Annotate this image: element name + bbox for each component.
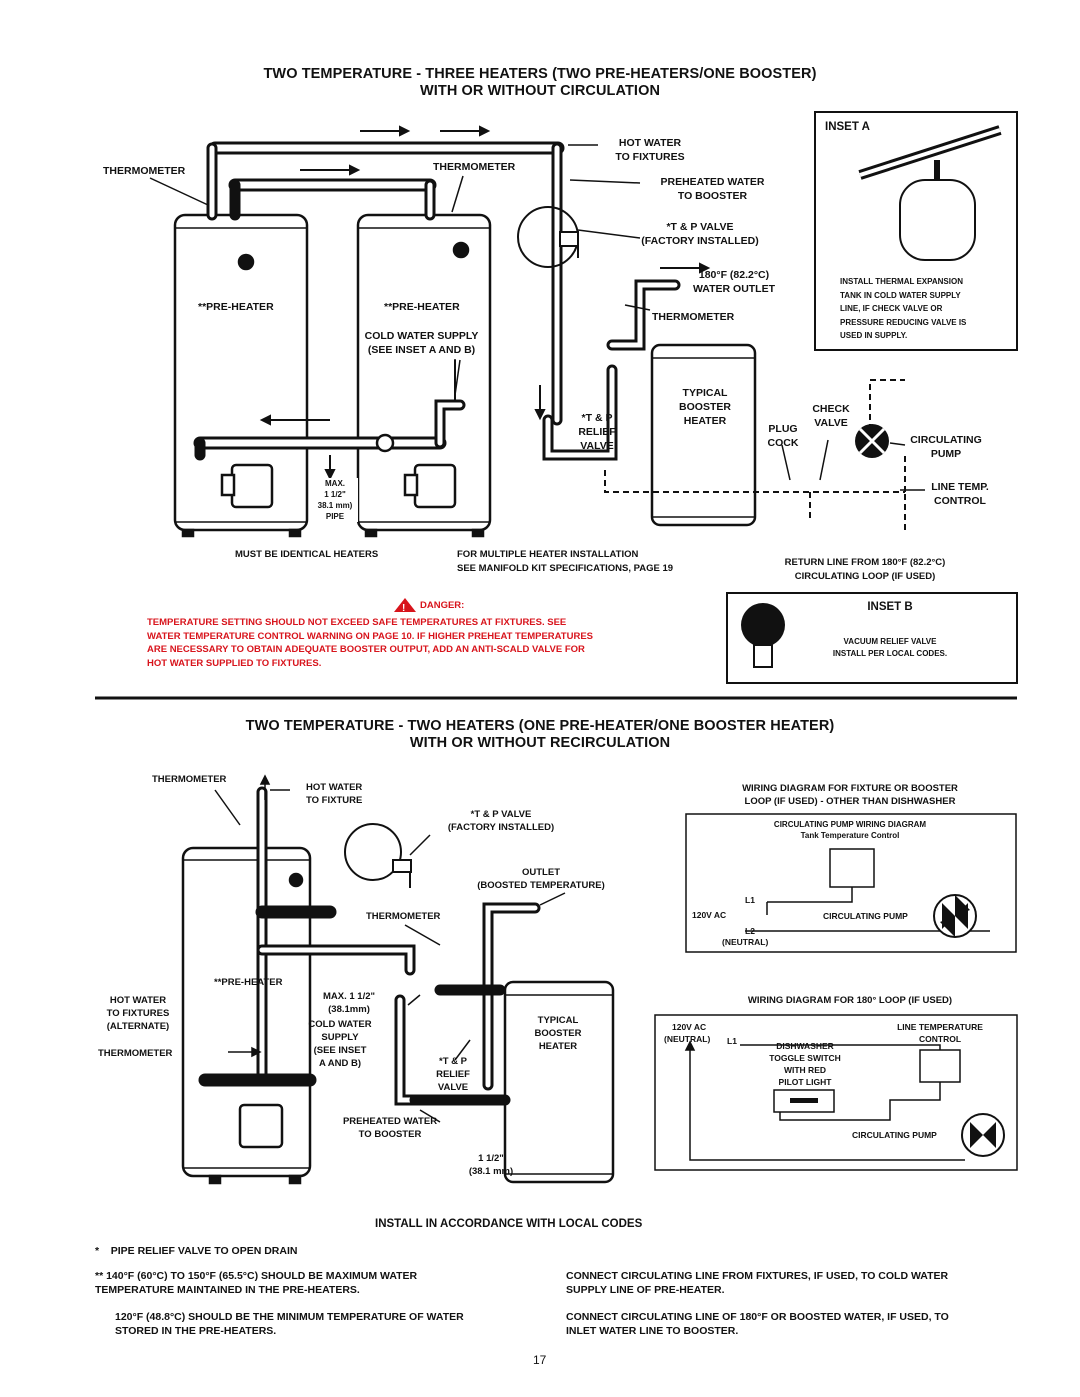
footer-install: INSTALL IN ACCORDANCE WITH LOCAL CODES [375, 1218, 643, 1230]
label-cold-water-supply: COLD WATER SUPPLY (SEE INSET A AND B) [364, 330, 479, 356]
wiring1-pump: CIRCULATING PUMP [823, 911, 908, 921]
label-s2-tp-valve: *T & P VALVE (FACTORY INSTALLED) [447, 809, 555, 833]
label-s2-thermometer-mid: THERMOMETER [366, 911, 441, 922]
wiring1-volt: 120V AC [692, 910, 727, 920]
label-s2-pipe-size: 1 1/2" (38.1 mm) [468, 1153, 514, 1177]
expansion-tank-drawing [858, 125, 1002, 261]
label-thermometer-booster: THERMOMETER [652, 311, 735, 323]
circulating-pump-1 [855, 424, 889, 458]
label-s2-hot-water-alternate: HOT WATER TO FIXTURES (ALTERNATE) [106, 995, 170, 1032]
inset-a-title: INSET A [825, 121, 870, 133]
label-return-line: RETURN LINE FROM 180°F (82.2°C) CIRCULAT… [784, 557, 946, 582]
label-typical-booster-1: TYPICAL BOOSTER HEATER [679, 387, 731, 427]
label-tp-relief-valve-1: *T & P RELIEF VALVE [578, 412, 616, 452]
tp-valve-detail-1 [517, 206, 579, 268]
label-identical-heaters: MUST BE IDENTICAL HEATERS [235, 549, 379, 560]
label-s2-outlet: OUTLET (BOOSTED TEMPERATURE) [477, 867, 605, 891]
wiring2-l1: L1 [727, 1036, 737, 1046]
inset-a-box [814, 111, 1018, 351]
footer-note2: ** 140°F (60°C) TO 150°F (65.5°C) SHOULD… [95, 1270, 418, 1296]
pre-heater-tank-s2 [181, 846, 312, 1185]
pre-heater-tank-2 [356, 213, 492, 538]
wiring1-neutral: (NEUTRAL) [722, 937, 769, 947]
section2-piping [198, 786, 541, 1106]
wiring2-line-temp: LINE TEMPERATURE CONTROL [897, 1022, 983, 1044]
label-water-outlet: 180°F (82.2°C) WATER OUTLET [692, 269, 776, 295]
svg-text:!: ! [402, 603, 405, 614]
label-pre-heater-1: **PRE-HEATER [198, 301, 274, 313]
wiring2-heading: WIRING DIAGRAM FOR 180° LOOP (IF USED) [747, 995, 953, 1006]
inset-b-text: VACUUM RELIEF VALVE INSTALL PER LOCAL CO… [832, 637, 948, 658]
tp-valve-detail-2 [344, 823, 412, 888]
footer-note3: 120°F (48.8°C) SHOULD BE THE MINIMUM TEM… [115, 1311, 464, 1337]
section2-arrows-leaders [214, 774, 566, 1123]
wiring1-heading: WIRING DIAGRAM FOR FIXTURE OR BOOSTER LO… [742, 783, 958, 807]
footer-note4: CONNECT CIRCULATING LINE FROM FIXTURES, … [566, 1270, 949, 1296]
section2-title-line1: TWO TEMPERATURE - TWO HEATERS (ONE PRE-H… [245, 718, 835, 734]
label-s2-cold-water-supply: COLD WATER SUPPLY (SEE INSET A AND B) [308, 1019, 372, 1069]
label-max-pipe-1: MAX. 1 1/2" 38.1 mm) PIPE [312, 478, 358, 522]
wiring2-pump: CIRCULATING PUMP [852, 1130, 937, 1140]
leader-lines-section1 [149, 144, 925, 491]
inset-b-box [726, 592, 1018, 684]
label-plug-cock: PLUG COCK [767, 423, 799, 449]
label-preheated-to-booster: PREHEATED WATER TO BOOSTER [660, 176, 765, 202]
wiring1-title: CIRCULATING PUMP WIRING DIAGRAM Tank Tem… [773, 820, 927, 840]
wiring2-neutral: (NEUTRAL) [664, 1034, 711, 1044]
danger-heading: DANGER: [420, 600, 465, 611]
booster-heater-2 [503, 980, 615, 1184]
label-s2-preheated-to-booster: PREHEATED WATER TO BOOSTER [342, 1116, 438, 1140]
label-s2-thermometer-top: THERMOMETER [152, 774, 227, 785]
section2-title-line2: WITH OR WITHOUT RECIRCULATION [409, 735, 671, 751]
inset-a-text: INSTALL THERMAL EXPANSION TANK IN COLD W… [840, 277, 967, 340]
danger-text: TEMPERATURE SETTING SHOULD NOT EXCEED SA… [147, 617, 593, 669]
wiring1-l1: L1 [745, 895, 755, 905]
wiring2-volt: 120V AC [672, 1022, 707, 1032]
label-tp-valve-1: *T & P VALVE (FACTORY INSTALLED) [641, 221, 759, 247]
wiring2-switch: DISHWASHER TOGGLE SWITCH WITH RED PILOT … [769, 1041, 841, 1087]
label-thermometer-mid: THERMOMETER [433, 161, 516, 173]
pre-heater-tank-1 [173, 213, 309, 538]
footer-note5: CONNECT CIRCULATING LINE OF 180°F OR BOO… [566, 1311, 949, 1337]
return-line [604, 379, 906, 530]
inset-b-title: INSET B [867, 601, 913, 613]
footer-note1: * PIPE RELIEF VALVE TO OPEN DRAIN [95, 1245, 298, 1257]
label-pre-heater-2: **PRE-HEATER [384, 301, 460, 313]
page-number: 17 [533, 1353, 547, 1367]
label-s2-pre-heater: **PRE-HEATER [214, 977, 283, 988]
danger-triangle-icon: ! [394, 598, 416, 614]
section1-title-line1: TWO TEMPERATURE - THREE HEATERS (TWO PRE… [263, 66, 817, 82]
label-circulating-pump-1: CIRCULATING PUMP [910, 434, 982, 460]
label-hot-water-fixtures: HOT WATER TO FIXTURES [615, 137, 685, 163]
section1-title-line2: WITH OR WITHOUT CIRCULATION [419, 83, 661, 99]
label-line-temp-control: LINE TEMP. CONTROL [931, 481, 989, 507]
label-multiple-install: FOR MULTIPLE HEATER INSTALLATION SEE MAN… [457, 549, 674, 574]
circulating-pump-icon-2 [933, 894, 977, 938]
section1-flow-arrows [259, 125, 711, 481]
section1-piping [193, 141, 681, 461]
label-s2-typical-booster: TYPICAL BOOSTER HEATER [534, 1015, 582, 1052]
label-check-valve: CHECK VALVE [812, 403, 850, 429]
label-s2-hot-water-fixture: HOT WATER TO FIXTURE [306, 782, 363, 806]
label-s2-max-pipe: MAX. 1 1/2" (38.1mm) [322, 991, 376, 1015]
label-s2-thermometer-low: THERMOMETER [98, 1048, 173, 1059]
wiring-diagram-1 [685, 813, 1017, 953]
label-thermometer-left: THERMOMETER [103, 165, 186, 177]
booster-heater-1 [650, 343, 757, 527]
wiring-diagram-2 [654, 1014, 1018, 1171]
vacuum-relief-valve-drawing [741, 603, 785, 668]
circulating-pump-icon-3 [961, 1113, 1005, 1157]
pilot-light-bar [790, 1098, 818, 1103]
wiring1-l2: L2 [745, 926, 755, 936]
label-s2-tp-relief: *T & P RELIEF VALVE [436, 1056, 470, 1093]
